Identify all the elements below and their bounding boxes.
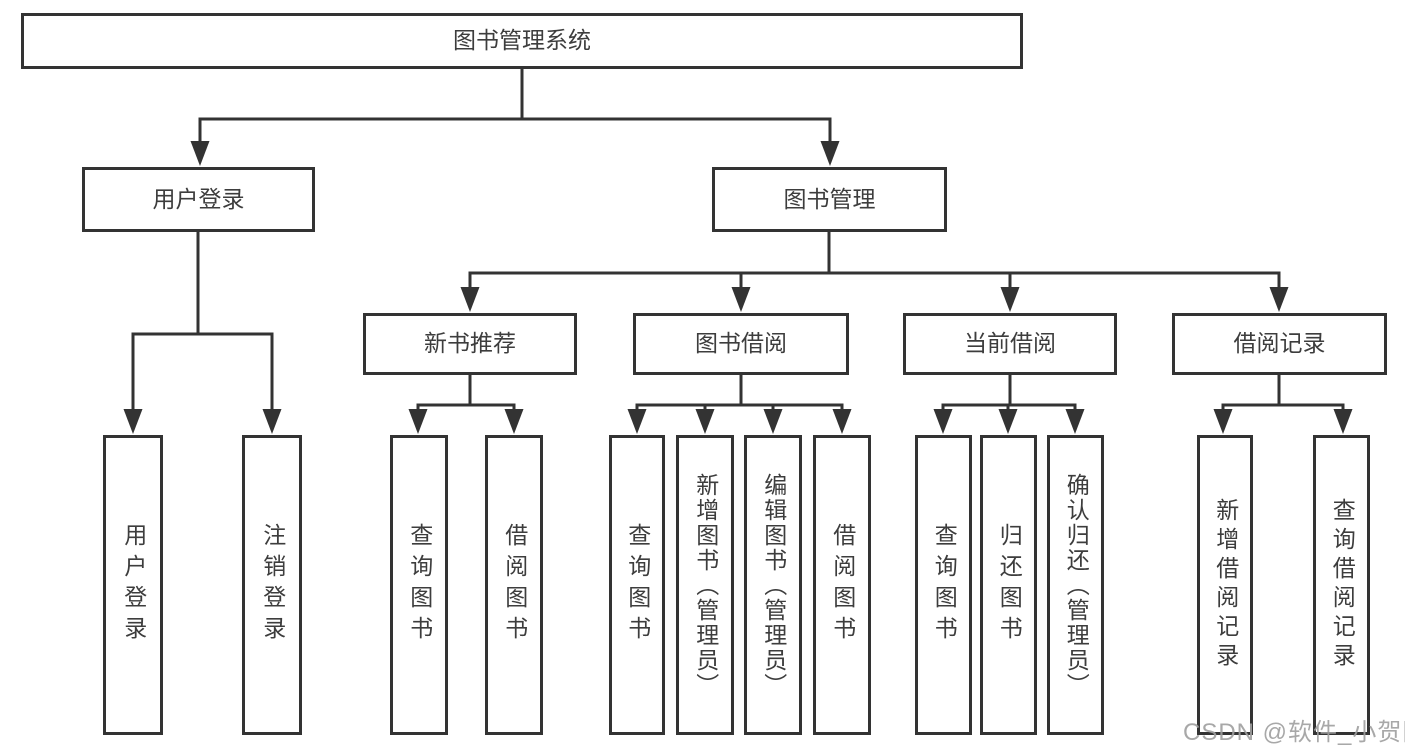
node-current-borrow: 当前借阅 — [903, 313, 1117, 375]
leaf-recommend-borrow-books: 借阅图书 — [485, 435, 543, 735]
leaf-current-query-books: 查询图书 — [915, 435, 972, 735]
node-root-library-system: 图书管理系统 — [21, 13, 1023, 69]
node-book-management: 图书管理 — [712, 167, 947, 232]
leaf-edit-books-admin: 编辑图书（管理员） — [744, 435, 802, 735]
leaf-return-books: 归还图书 — [980, 435, 1037, 735]
leaf-borrow-query-books: 查询图书 — [609, 435, 665, 735]
csdn-watermark: CSDN @软件_小贺同学 — [1183, 719, 1405, 746]
leaf-confirm-return-admin: 确认归还（管理员） — [1047, 435, 1104, 735]
node-borrow-records: 借阅记录 — [1172, 313, 1387, 375]
leaf-add-borrow-record: 新增借阅记录 — [1197, 435, 1253, 735]
node-book-borrow: 图书借阅 — [633, 313, 849, 375]
leaf-query-borrow-record: 查询借阅记录 — [1313, 435, 1370, 735]
leaf-logout: 注销登录 — [242, 435, 302, 735]
leaf-add-books-admin: 新增图书（管理员） — [676, 435, 734, 735]
leaf-recommend-query-books: 查询图书 — [390, 435, 448, 735]
leaf-user-login: 用户登录 — [103, 435, 163, 735]
leaf-borrow-borrow-books: 借阅图书 — [813, 435, 871, 735]
node-user-login: 用户登录 — [82, 167, 315, 232]
node-new-book-recommend: 新书推荐 — [363, 313, 577, 375]
